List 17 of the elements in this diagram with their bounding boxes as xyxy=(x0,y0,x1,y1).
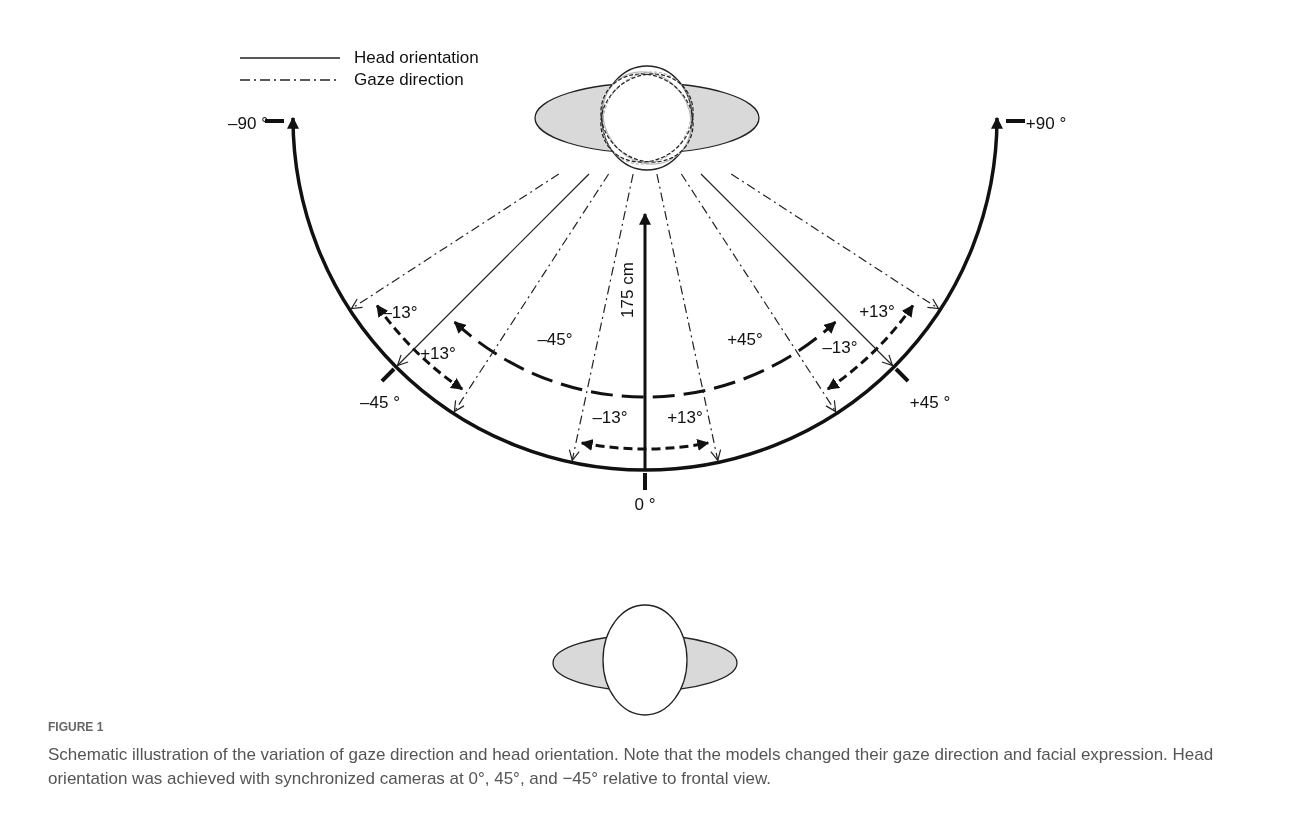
angle-label: +90 ° xyxy=(1025,114,1067,134)
angle-label: +45° xyxy=(727,330,763,350)
figure-title: FIGURE 1 xyxy=(48,720,104,734)
angle-label: 0 ° xyxy=(634,495,656,515)
angle-label: –45 ° xyxy=(360,393,400,413)
angle-label: –13° xyxy=(592,408,628,428)
angle-label: +13° xyxy=(667,408,703,428)
legend-text: Head orientation xyxy=(354,48,479,68)
legend-text: Gaze direction xyxy=(354,70,464,90)
angle-label: –45° xyxy=(537,330,573,350)
angle-label: +13° xyxy=(420,344,456,364)
angle-label: +13° xyxy=(859,302,895,322)
figure-caption: Schematic illustration of the variation of gaze direction and head orientation. Note that the models changed their gaze direction and facial expression. Head orientation was achieved with synchronized cameras at 0°, 45°, and −45° relative to frontal view. xyxy=(48,744,1215,790)
angle-label: –13° xyxy=(382,303,418,323)
dimension-label: 175 cm xyxy=(618,262,638,318)
angle-label: +45 ° xyxy=(909,393,951,413)
angle-label: –13° xyxy=(822,338,858,358)
